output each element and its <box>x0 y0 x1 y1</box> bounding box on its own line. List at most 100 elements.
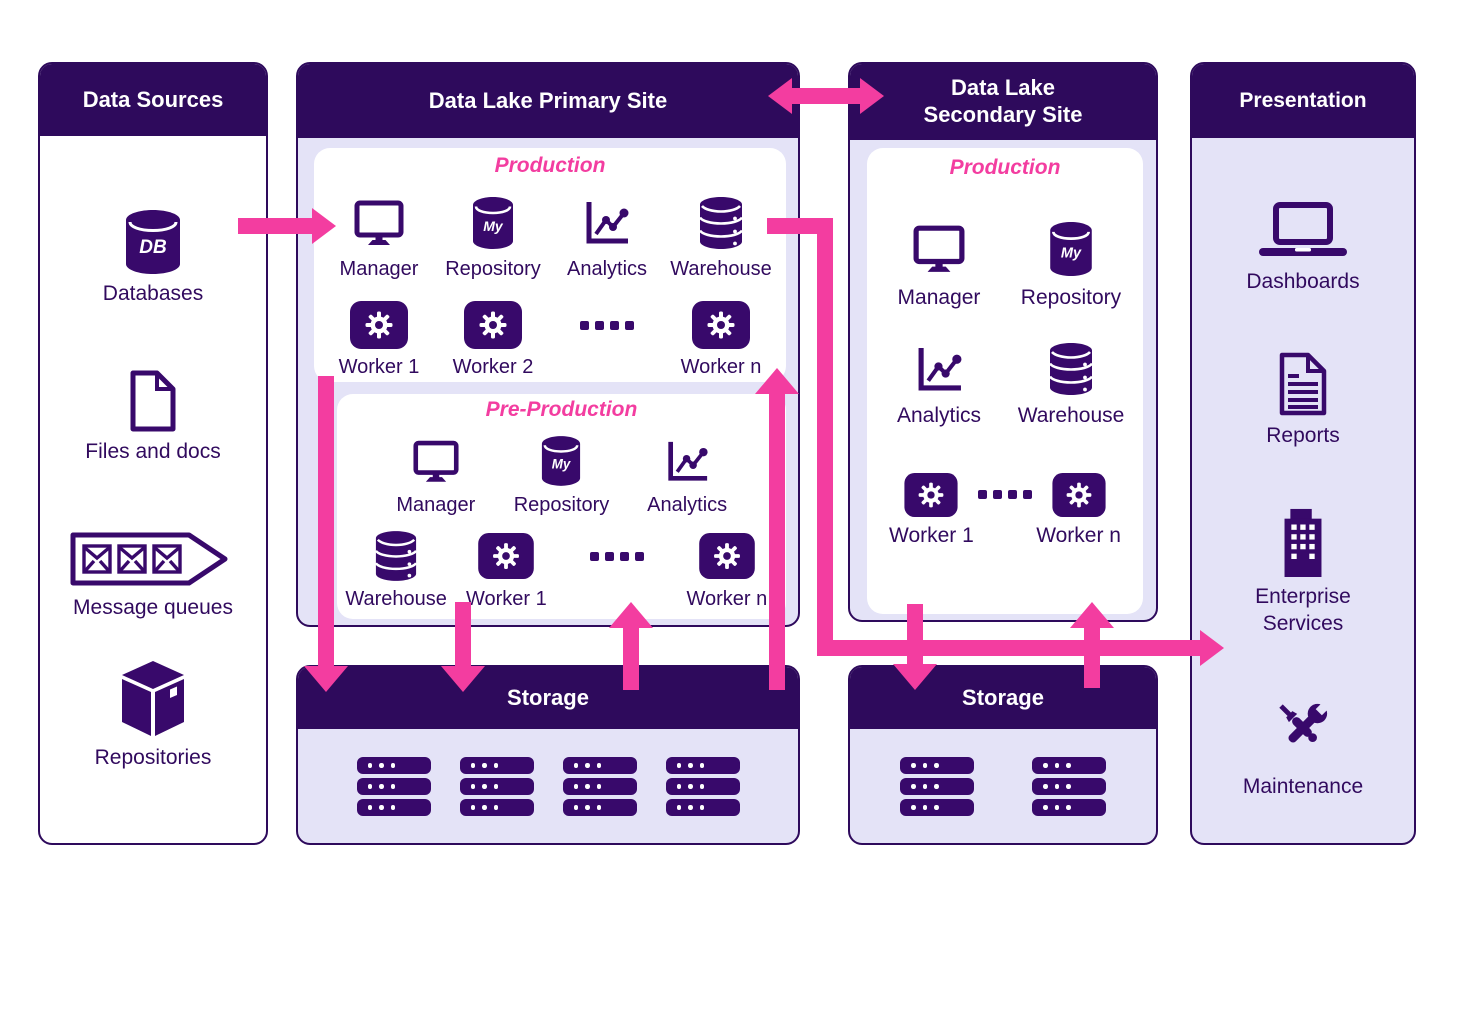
server-unit <box>459 757 534 774</box>
primary-preproduction-card: Pre-Production Manager <box>337 394 786 619</box>
monitor-icon <box>913 225 965 272</box>
my-badge: My <box>552 457 571 472</box>
package-box-icon <box>122 661 184 736</box>
panel-secondary-site: Data Lake Secondary Site Production Mana… <box>848 62 1158 622</box>
server-unit <box>356 778 431 795</box>
server-unit <box>356 799 431 816</box>
gear-tile-icon <box>350 301 408 349</box>
service-label: Analytics <box>566 258 648 280</box>
data-sources-title: Data Sources <box>40 64 266 136</box>
worker-n: Worker n <box>664 300 778 380</box>
mysql-cylinder-icon: My <box>542 436 581 486</box>
tools-icon <box>1279 702 1329 743</box>
worker-ellipsis <box>562 530 672 612</box>
server-unit <box>459 778 534 795</box>
item-repositories: Repositories <box>40 660 266 771</box>
server-unit <box>356 757 431 774</box>
server-rack <box>1032 757 1106 816</box>
service-label: Warehouse <box>670 258 772 280</box>
server-unit <box>1032 778 1106 795</box>
worker-label: Worker 2 <box>452 356 534 378</box>
secondary-services-row2: Analytics Warehouse <box>873 340 1137 429</box>
gear-tile-icon <box>1052 473 1106 517</box>
service-label: Analytics <box>896 404 982 427</box>
server-unit <box>1032 799 1106 816</box>
service-label: Manager <box>339 258 419 280</box>
item-databases: DB Databases <box>40 210 266 307</box>
server-rack <box>459 757 534 816</box>
secondary-storage-title: Storage <box>850 667 1156 729</box>
gear-tile-icon <box>692 301 750 349</box>
ellipsis-icon <box>589 551 644 561</box>
service-manager: Manager <box>373 434 499 518</box>
worker-ellipsis <box>550 300 664 380</box>
message-queues-label: Message queues <box>73 596 233 619</box>
gear-tile-icon <box>464 301 522 349</box>
file-icon <box>130 370 176 432</box>
service-label: Repository <box>1020 286 1122 309</box>
service-warehouse: Warehouse <box>1005 340 1137 429</box>
service-repository: My Repository <box>1005 218 1137 311</box>
mysql-cylinder-icon: My <box>473 197 513 249</box>
server-unit <box>1032 757 1106 774</box>
worker-label: Worker n <box>1036 524 1121 547</box>
database-cylinder-icon: DB <box>126 210 180 274</box>
worker-n: Worker n <box>672 530 782 612</box>
worker-label: Worker 1 <box>338 356 420 378</box>
maintenance-label: Maintenance <box>1242 775 1364 798</box>
service-label: Repository <box>513 494 610 516</box>
service-repository: My Repository <box>499 434 625 518</box>
analytics-chart-icon <box>586 202 629 244</box>
worker-1: Worker 1 <box>451 530 561 612</box>
report-icon <box>1279 352 1327 416</box>
worker-n: Worker n <box>1036 472 1121 549</box>
item-message-queues: Message queues <box>40 530 266 621</box>
server-unit <box>665 799 740 816</box>
enterprise-services-label: Enterprise Services <box>1255 585 1351 636</box>
secondary-services-row1: Manager My Repository <box>873 218 1137 311</box>
server-unit <box>665 757 740 774</box>
secondary-storage-racks <box>850 757 1156 816</box>
server-unit <box>562 799 637 816</box>
secondary-workers: Worker 1 <box>889 472 1121 549</box>
gear-tile-icon <box>904 473 958 517</box>
server-unit <box>900 778 974 795</box>
worker-1: Worker 1 <box>322 300 436 380</box>
server-unit <box>900 757 974 774</box>
db-badge: DB <box>139 237 167 258</box>
service-analytics: Analytics <box>624 434 750 518</box>
secondary-site-title: Data Lake Secondary Site <box>850 64 1156 140</box>
preproduction-row2: Warehouse <box>341 530 782 612</box>
panel-primary-storage: Storage <box>296 665 800 845</box>
primary-production-title: Production <box>494 154 606 177</box>
gear-tile-icon <box>699 533 755 579</box>
panel-secondary-storage: Storage <box>848 665 1158 845</box>
message-queue-icon <box>70 532 228 586</box>
preproduction-title: Pre-Production <box>485 398 638 421</box>
secondary-production-card: Production Manager <box>867 148 1143 614</box>
service-label: Manager <box>897 286 981 309</box>
item-enterprise-services: Enterprise Services <box>1192 507 1414 638</box>
secondary-production-title: Production <box>949 156 1061 179</box>
analytics-chart-icon <box>918 347 961 390</box>
worker-2: Worker 2 <box>436 300 550 380</box>
database-stack-icon <box>374 531 418 581</box>
panel-primary-site: Data Lake Primary Site Production Manage… <box>296 62 800 627</box>
building-icon <box>1284 508 1322 577</box>
analytics-chart-icon <box>667 441 708 481</box>
service-analytics: Analytics <box>550 194 664 282</box>
worker-label: Worker n <box>680 356 762 378</box>
service-warehouse: Warehouse <box>341 530 451 612</box>
server-rack <box>665 757 740 816</box>
database-stack-icon <box>1048 343 1094 395</box>
reports-label: Reports <box>1266 424 1340 447</box>
server-rack <box>562 757 637 816</box>
item-maintenance: Maintenance <box>1192 695 1414 800</box>
service-label: Manager <box>396 494 476 516</box>
service-manager: Manager <box>322 194 436 282</box>
service-label: Warehouse <box>1017 404 1125 427</box>
primary-storage-racks <box>298 757 798 816</box>
laptop-icon <box>1259 202 1347 256</box>
worker-label: Worker 1 <box>889 524 974 547</box>
